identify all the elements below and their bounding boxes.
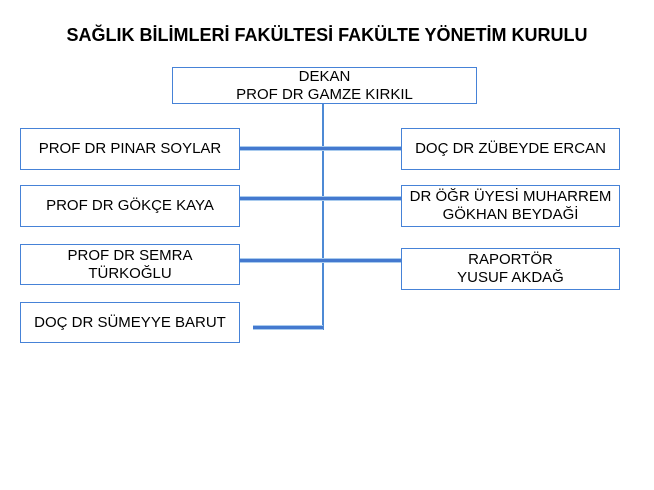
node-label: PROF DR PINAR SOYLAR <box>38 140 222 157</box>
node-label: PROF DR GÖKÇE KAYA <box>46 197 214 214</box>
connector-row-4 <box>253 325 323 330</box>
node-label-line2: TÜRKOĞLU <box>88 264 172 282</box>
node-title: RAPORTÖR <box>468 251 553 268</box>
node-dekan-name: PROF DR GAMZE KIRKIL <box>236 85 413 103</box>
node-muharrem-gokhan-beydagi: DR ÖĞR ÜYESİ MUHARREM GÖKHAN BEYDAĞİ <box>401 185 620 227</box>
node-dekan-title: DEKAN <box>298 67 351 85</box>
node-zubeyde-ercan: DOÇ DR ZÜBEYDE ERCAN <box>401 128 620 170</box>
connector-row-2 <box>240 196 401 201</box>
node-sumeyye-barut: DOÇ DR SÜMEYYE BARUT <box>20 302 240 343</box>
connector-row-3 <box>240 258 401 263</box>
node-semra-turkoglu: PROF DR SEMRA TÜRKOĞLU <box>20 244 240 285</box>
node-pinar-soylar: PROF DR PINAR SOYLAR <box>20 128 240 170</box>
node-label: DOÇ DR ZÜBEYDE ERCAN <box>415 140 606 157</box>
node-dekan: DEKAN PROF DR GAMZE KIRKIL <box>172 67 477 104</box>
node-label-line2: GÖKHAN BEYDAĞİ <box>442 206 579 223</box>
chart-title: SAĞLIK BİLİMLERİ FAKÜLTESİ FAKÜLTE YÖNET… <box>66 25 588 45</box>
node-label: DOÇ DR SÜMEYYE BARUT <box>34 313 226 331</box>
node-label-line1: DR ÖĞR ÜYESİ MUHARREM <box>409 188 612 205</box>
node-raportor-yusuf-akdag: RAPORTÖR YUSUF AKDAĞ <box>401 248 620 290</box>
node-gokce-kaya: PROF DR GÖKÇE KAYA <box>20 185 240 227</box>
node-name: YUSUF AKDAĞ <box>457 269 564 286</box>
connector-vertical-trunk <box>322 104 324 330</box>
node-label-line1: PROF DR SEMRA <box>67 246 193 264</box>
connector-row-1 <box>240 146 401 151</box>
